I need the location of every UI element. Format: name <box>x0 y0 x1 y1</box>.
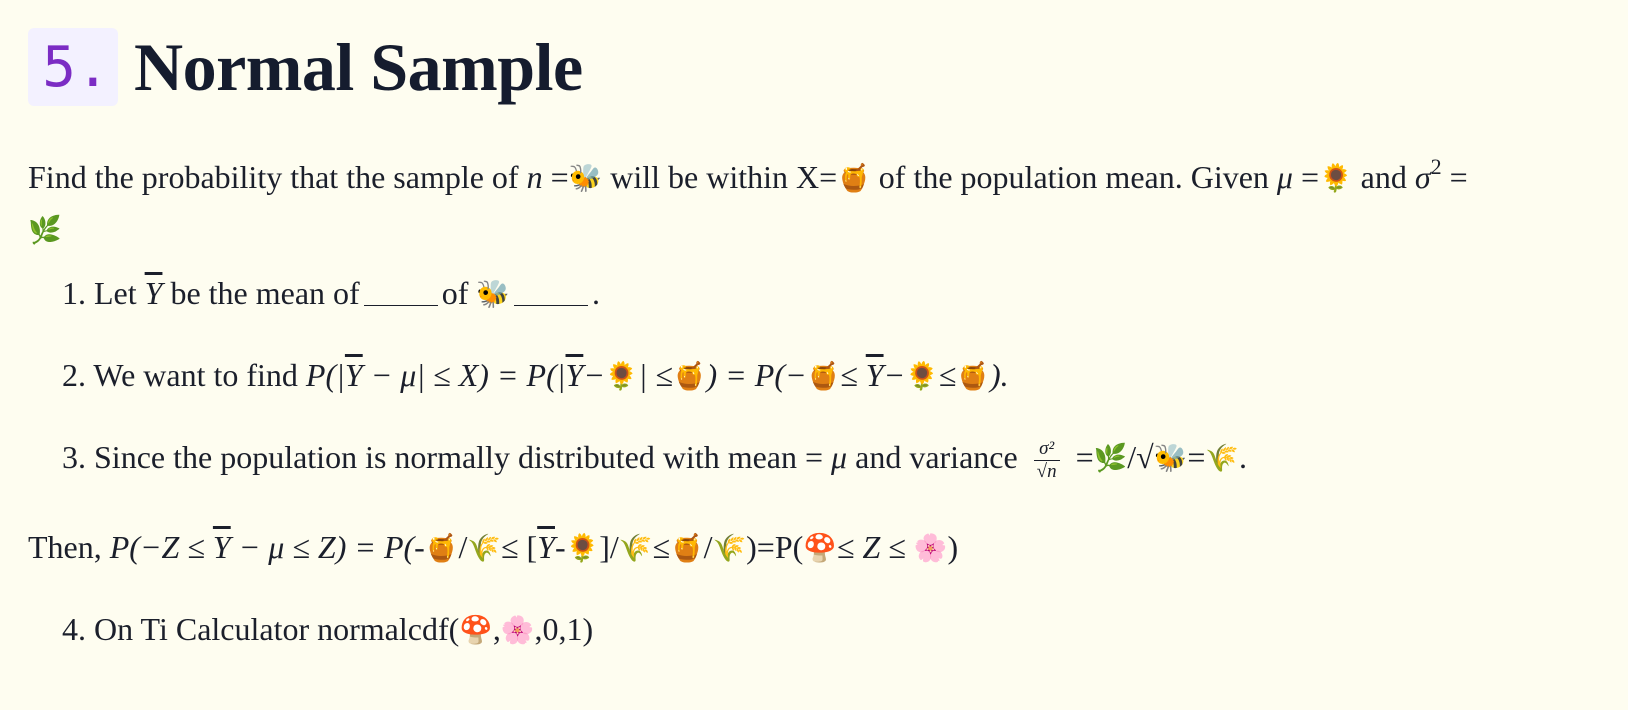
then-expr: P(−Z ≤ <box>109 529 213 565</box>
herb-icon: 🌿 <box>1093 443 1128 474</box>
var-n: n <box>526 159 543 195</box>
honey-icon: 🍯 <box>806 361 841 392</box>
step-2-expr: − <box>583 357 605 393</box>
step-4-comma: , <box>492 611 501 647</box>
mushroom-icon: 🍄 <box>459 615 493 646</box>
var-sigma: σ <box>1414 159 1431 195</box>
var-ybar: Y <box>212 529 231 565</box>
step-2-prefix: 2. We want to find <box>62 357 306 393</box>
sunflower-icon: 🌻 <box>905 361 939 392</box>
var-ybar: Y <box>537 529 555 565</box>
then-expr: − μ ≤ Z) = P( <box>230 529 415 565</box>
bee-icon: 🐝 <box>476 279 510 310</box>
rice-icon: 🌾 <box>712 533 747 564</box>
step-1-text: be the mean of <box>162 275 360 311</box>
step-2-expr: ≤ <box>938 357 957 393</box>
then-expr: ≤ <box>652 529 670 565</box>
section-title: Normal Sample <box>134 28 583 105</box>
honey-icon: 🍯 <box>956 361 990 392</box>
honey-icon: 🍯 <box>672 361 707 392</box>
then-line: Then, P(−Z ≤ Y − μ ≤ Z) = P(-🍯/🌾≤ [Y-🌻]/… <box>28 527 958 569</box>
step-2: 2. We want to find P(|Y − μ| ≤ X) = P(|Y… <box>62 355 1009 397</box>
herb-icon: 🌿 <box>28 215 62 246</box>
step-4: 4. On Ti Calculator normalcdf(🍄,🌸,0,1) <box>62 609 593 651</box>
step-4-end: ,0,1) <box>534 611 594 647</box>
intro-text-3: of the population mean. Given <box>870 159 1277 195</box>
step-3-prefix: 3. Since the population is normally dist… <box>62 439 832 475</box>
var-ybar: Y <box>865 357 884 393</box>
then-expr: ) <box>947 529 959 565</box>
intro-text-2: will be within X= <box>602 159 838 195</box>
sqrt-symbol: √ <box>1136 439 1154 475</box>
step-3-slash: / <box>1127 439 1137 475</box>
then-expr: / <box>703 529 713 565</box>
then-expr: - <box>554 529 566 565</box>
page: 5. Normal Sample Find the probability th… <box>28 28 1608 256</box>
rice-icon: 🌾 <box>618 533 653 564</box>
blank-line <box>513 279 588 306</box>
then-expr: ]/ <box>599 529 619 565</box>
then-expr: - <box>414 529 425 565</box>
var-mu: μ <box>831 439 848 475</box>
step-2-expr: − <box>883 357 906 393</box>
then-expr: )=P( <box>746 529 804 565</box>
variance-fraction: σ²√n <box>1033 438 1060 483</box>
intro-eq-2: = <box>1292 159 1320 195</box>
then-expr: ≤ [ <box>500 529 538 565</box>
var-ybar: Y <box>565 357 584 393</box>
intro-text-1: Find the probability that the sample of <box>28 159 527 195</box>
honey-icon: 🍯 <box>837 163 871 194</box>
step-3-eq: = <box>1067 439 1094 475</box>
then-expr: / <box>458 529 468 565</box>
section-number: 5. <box>28 28 118 106</box>
step-3: 3. Since the population is normally dist… <box>62 437 1247 483</box>
step-4-prefix: 4. On Ti Calculator normalcdf( <box>62 611 460 647</box>
bee-icon: 🐝 <box>568 163 603 194</box>
step-1: 1. Let Y be the mean of of 🐝. <box>62 273 600 315</box>
step-2-expr: | ≤ <box>638 357 673 393</box>
sunflower-icon: 🌻 <box>604 361 639 392</box>
step-1-end: . <box>591 275 600 311</box>
intro-eq: = <box>542 159 569 195</box>
blossom-icon: 🌸 <box>913 533 948 564</box>
honey-icon: 🍯 <box>670 533 704 564</box>
then-expr: ≤ Z ≤ <box>836 529 914 565</box>
problem-statement: Find the probability that the sample of … <box>28 142 1608 256</box>
fraction-denominator: √n <box>1036 461 1057 483</box>
blank-line <box>363 279 438 306</box>
var-ybar: Y <box>344 357 363 393</box>
var-mu: μ <box>1276 159 1293 195</box>
step-3-text: and variance <box>847 439 1026 475</box>
intro-text-4: and <box>1352 159 1415 195</box>
step-2-expr: ) = P(− <box>706 357 807 393</box>
step-2-expr: − μ| ≤ X) = P(| <box>362 357 566 393</box>
var-ybar: Y <box>144 275 163 311</box>
bee-icon: 🐝 <box>1153 443 1188 474</box>
mushroom-icon: 🍄 <box>803 533 837 564</box>
rice-icon: 🌾 <box>1205 443 1240 474</box>
intro-eq-3: = <box>1441 159 1468 195</box>
rice-icon: 🌾 <box>467 533 501 564</box>
section-heading: 5. Normal Sample <box>28 28 1608 106</box>
step-2-expr: P(| <box>305 357 345 393</box>
step-3-equals: = <box>1187 439 1206 475</box>
step-1-prefix: 1. Let <box>62 275 145 311</box>
step-2-expr: ≤ <box>840 357 866 393</box>
then-prefix: Then, <box>28 529 110 565</box>
blossom-icon: 🌸 <box>500 615 535 646</box>
sunflower-icon: 🌻 <box>1319 163 1353 194</box>
sunflower-icon: 🌻 <box>565 533 600 564</box>
honey-icon: 🍯 <box>424 533 459 564</box>
fraction-numerator: σ² <box>1033 438 1060 462</box>
step-1-of: of <box>441 275 469 311</box>
step-2-expr: ). <box>989 357 1009 393</box>
step-3-end: . <box>1239 439 1248 475</box>
superscript-2: 2 <box>1430 154 1442 179</box>
